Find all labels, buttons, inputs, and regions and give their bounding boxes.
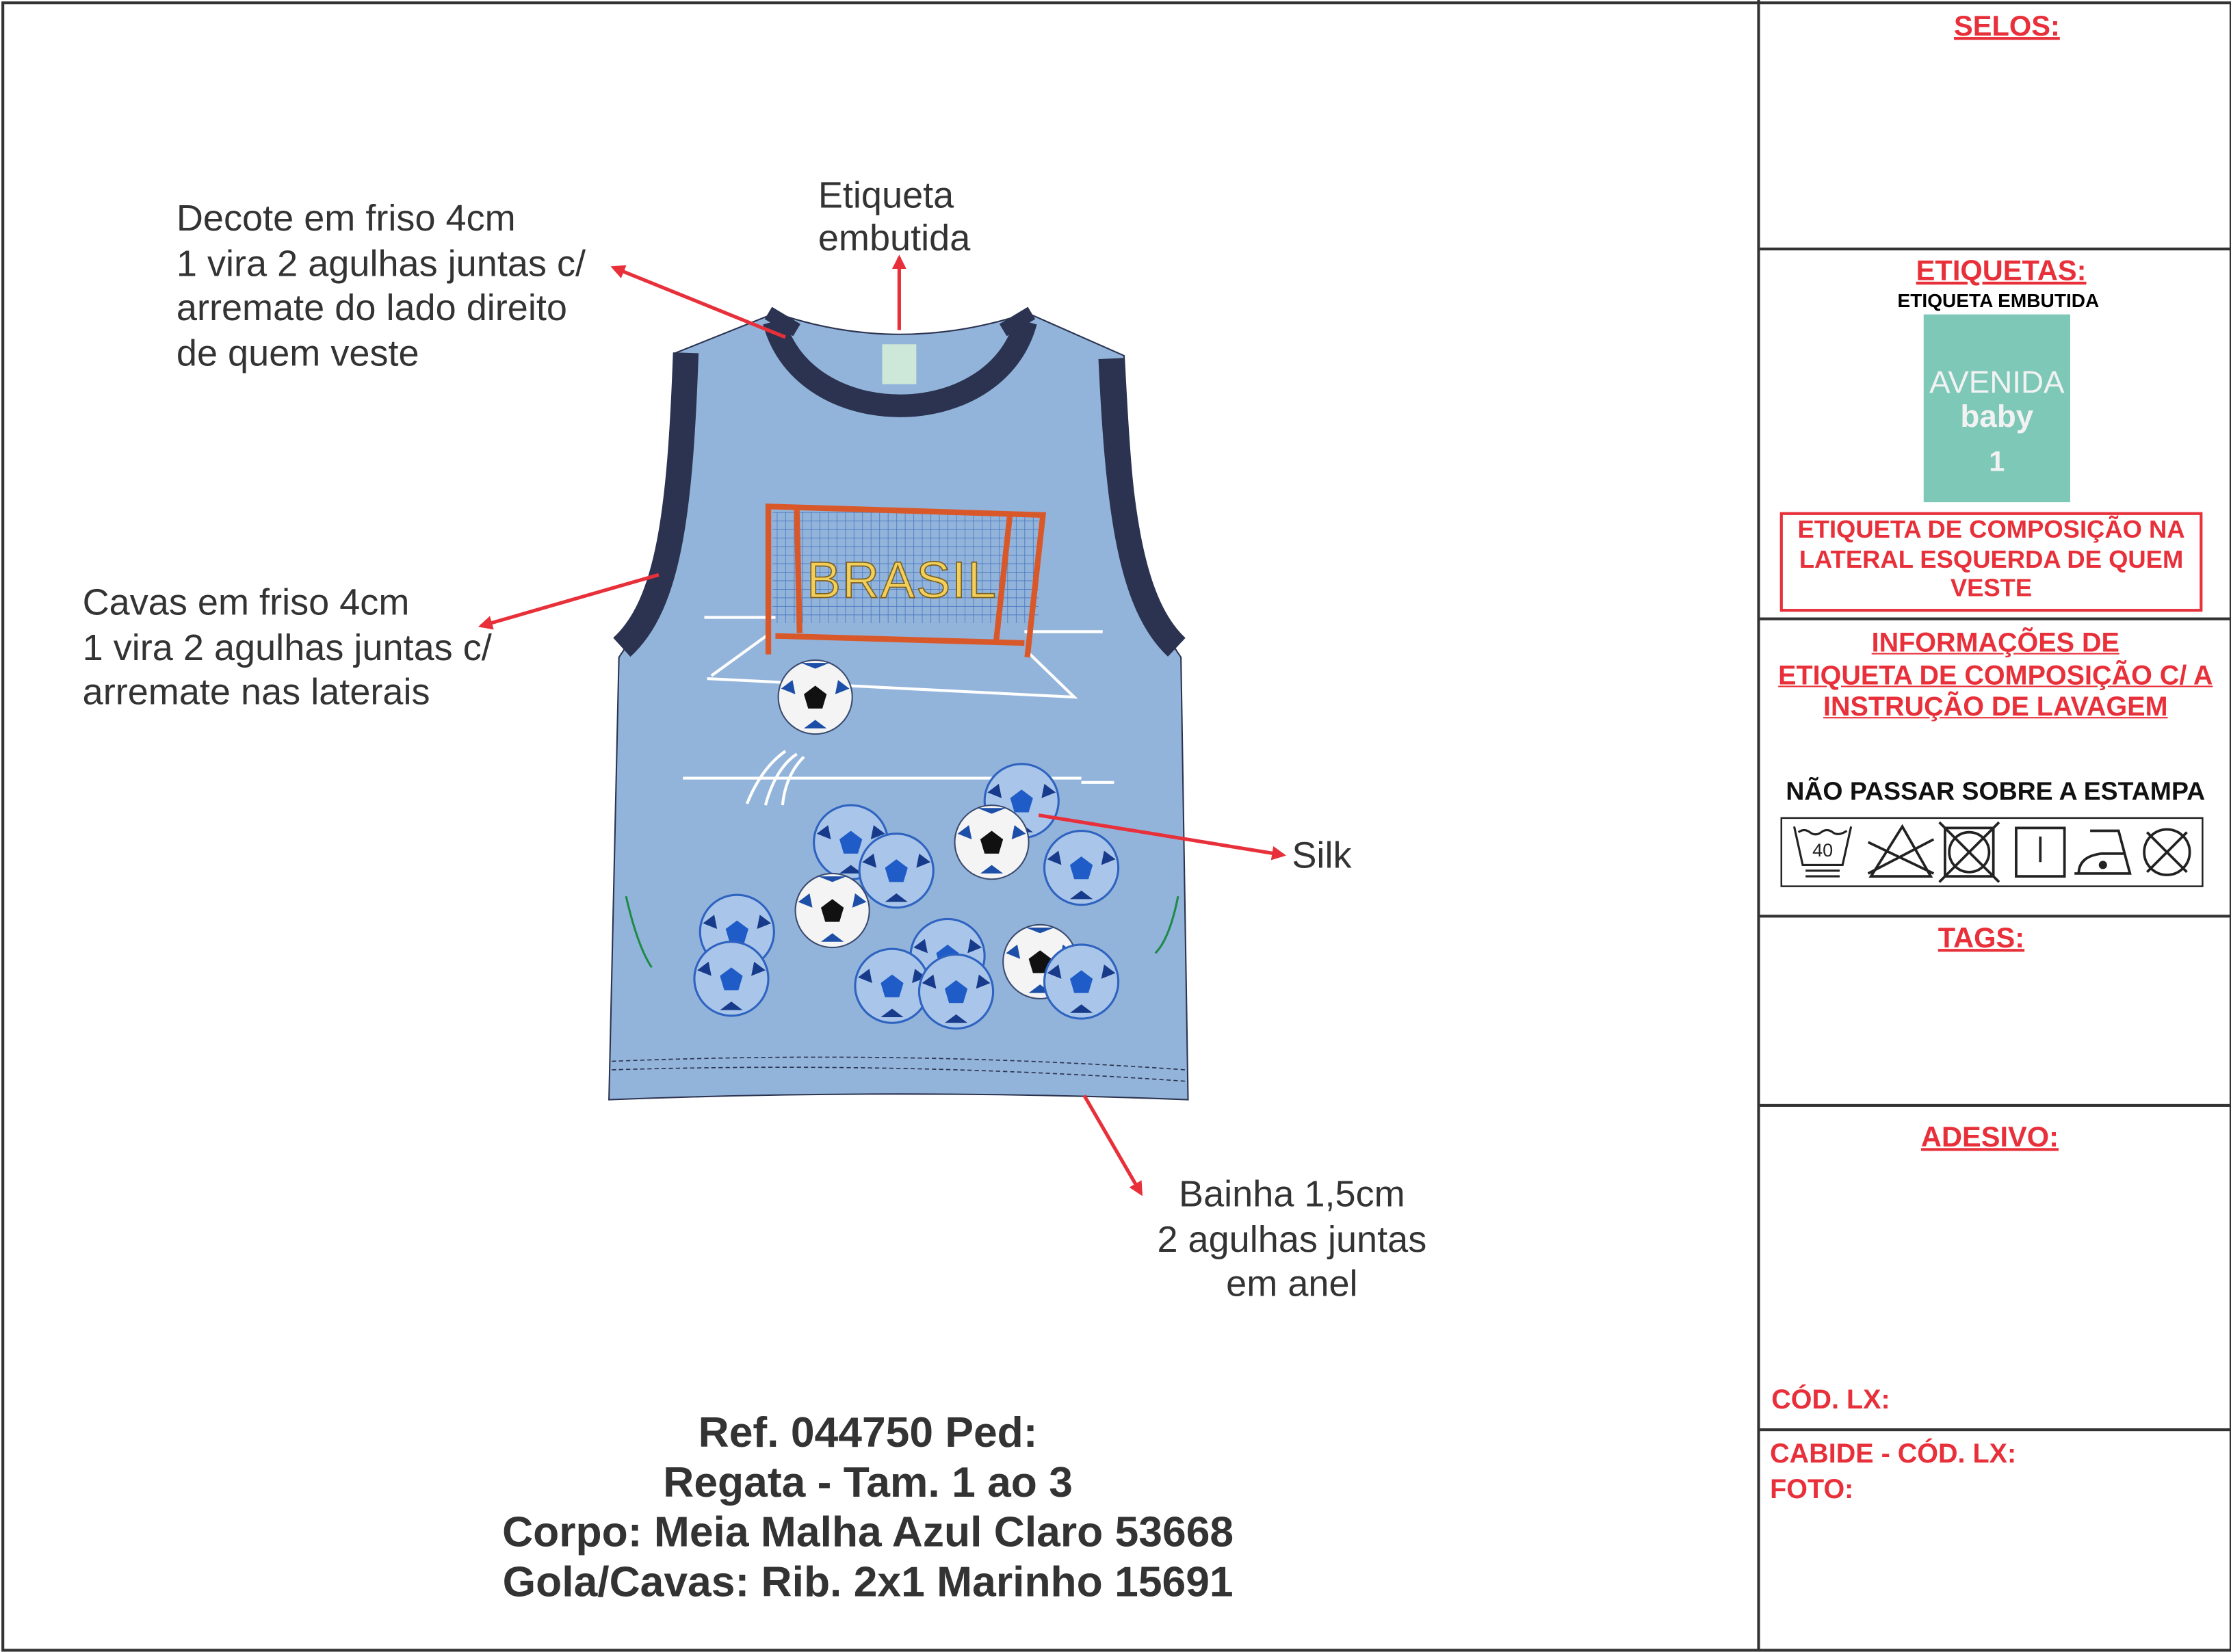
do-not-tumble-dry-icon — [1938, 821, 2000, 883]
note-line: de quem veste — [176, 330, 419, 373]
adesivo-heading: ADESIVO: — [1920, 1122, 2059, 1154]
selos-heading: SELOS: — [1953, 11, 2060, 43]
logo-size: 1 — [1989, 447, 2005, 478]
foto-label: FOTO: — [1770, 1475, 1854, 1506]
informacoes-heading: INFORMAÇÕES DE ETIQUETA DE COMPOSIÇÃO C/… — [1760, 629, 2231, 724]
cabide-section: CABIDE - CÓD. LX: FOTO: — [1760, 1431, 2231, 1644]
info-panel: SELOS: ETIQUETAS: ETIQUETA EMBUTIDA AVEN… — [1757, 0, 2231, 1651]
do-not-dry-clean-icon — [2143, 828, 2191, 876]
bainha-note: Bainha 1,5cm 2 agulhas juntas em anel — [1124, 1172, 1460, 1307]
box-line: LATERAL ESQUERDA DE QUEM — [1799, 544, 2184, 573]
note-line: 1 vira 2 agulhas juntas c/ — [176, 241, 586, 284]
selos-section: SELOS: — [1760, 0, 2231, 251]
do-not-bleach-icon — [1867, 824, 1935, 878]
etiqueta-embutida-label: ETIQUETA EMBUTIDA — [1897, 290, 2100, 312]
adesivo-section: ADESIVO: CÓD. LX: — [1760, 1107, 2231, 1432]
line-dry-icon — [2015, 826, 2066, 878]
informacoes-section: INFORMAÇÕES DE ETIQUETA DE COMPOSIÇÃO C/… — [1760, 620, 2231, 918]
brasil-print-text: BRASIL — [807, 551, 997, 608]
etiquetas-section: ETIQUETAS: ETIQUETA EMBUTIDA AVENIDA bab… — [1760, 250, 2231, 620]
logo-line1: AVENIDA — [1929, 364, 2065, 400]
note-line: em anel — [1226, 1261, 1358, 1305]
etiqueta-note: Etiqueta embutida — [818, 174, 970, 259]
cavas-note: Cavas em friso 4cm 1 vira 2 agulhas junt… — [83, 581, 492, 716]
heading-line: INSTRUÇÃO DE LAVAGEM — [1823, 692, 2168, 723]
bainha-arrow — [1082, 1094, 1143, 1196]
decote-note: Decote em friso 4cm 1 vira 2 agulhas jun… — [177, 196, 586, 376]
logo-line2: baby — [1960, 398, 2034, 434]
avenida-baby-logo: AVENIDA baby 1 — [1923, 314, 2070, 503]
box-line: VESTE — [1950, 573, 2033, 602]
cavas-arrow — [478, 573, 660, 630]
note-line: arremate do lado direito — [176, 286, 567, 329]
reference-line: Gola/Cavas: Rib. 2x1 Marinho 15691 — [502, 1559, 1234, 1606]
box-line: ETIQUETA DE COMPOSIÇÃO NA — [1797, 514, 2185, 544]
note-line: Decote em friso 4cm — [176, 196, 516, 239]
care-symbols: 40 — [1780, 817, 2204, 887]
wash-40-icon: 40 — [1792, 826, 1853, 878]
garment-drawing: BRASIL — [478, 254, 1286, 1196]
inner-label — [882, 344, 917, 384]
wash-temp: 40 — [1812, 840, 1833, 861]
etiquetas-heading: ETIQUETAS: — [1916, 256, 2087, 288]
silk-arrow — [1038, 813, 1286, 861]
tags-heading: TAGS: — [1938, 923, 2025, 955]
reference-line: Corpo: Meia Malha Azul Claro 53668 — [502, 1509, 1234, 1557]
note-line: arremate nas laterais — [82, 670, 430, 713]
goal-frame — [765, 503, 1047, 658]
note-line: 1 vira 2 agulhas juntas c/ — [82, 625, 492, 668]
decote-arrow — [610, 265, 786, 339]
left-armhole-trim — [612, 352, 699, 657]
note-line: Cavas em friso 4cm — [82, 580, 410, 623]
cod-lx-label: CÓD. LX: — [1771, 1385, 1890, 1416]
composicao-note-box: ETIQUETA DE COMPOSIÇÃO NA LATERAL ESQUER… — [1779, 512, 2203, 612]
nao-passar-warning: NÃO PASSAR SOBRE A ESTAMPA — [1786, 776, 2206, 806]
reference-block: Ref. 044750 Ped: Regata - Tam. 1 ao 3 Co… — [327, 1408, 1409, 1608]
iron-low-icon — [2074, 829, 2132, 875]
note-line: 2 agulhas juntas — [1157, 1217, 1427, 1260]
heading-line: ETIQUETA DE COMPOSIÇÃO C/ A — [1778, 661, 2213, 691]
silk-note: Silk — [1292, 833, 1352, 877]
silk-print: BRASIL — [683, 503, 1120, 1030]
neck-trim — [763, 318, 1037, 417]
reference-line: Regata - Tam. 1 ao 3 — [663, 1459, 1073, 1507]
reference-line: Ref. 044750 Ped: — [698, 1409, 1038, 1457]
callout-arrows — [478, 254, 1286, 1196]
right-armhole-trim — [1098, 358, 1186, 657]
note-line: Bainha 1,5cm — [1179, 1172, 1405, 1216]
note-line: Etiqueta — [818, 173, 954, 217]
heading-line: INFORMAÇÕES DE — [1871, 629, 2119, 659]
tags-section: TAGS: — [1760, 917, 2231, 1107]
cabide-label: CABIDE - CÓD. LX: — [1770, 1439, 2017, 1470]
note-line: embutida — [818, 216, 971, 259]
